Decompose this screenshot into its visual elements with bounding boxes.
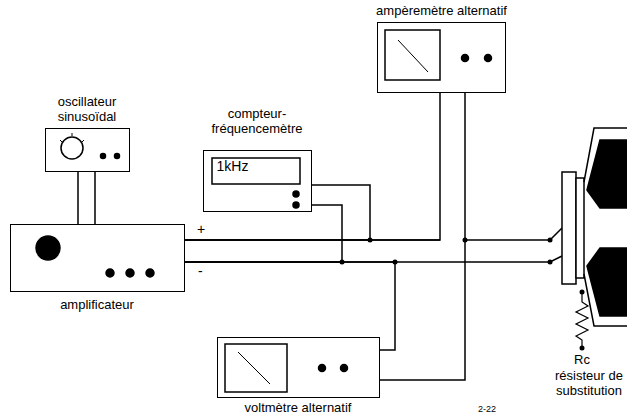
knob-ticks [60,133,84,142]
resistor-symbol [576,290,588,351]
display [212,158,300,184]
meter-window [385,30,440,80]
junction-dots [340,238,553,265]
knob [36,236,60,260]
knob [61,137,83,159]
amplifier-box: amplificateur [10,224,185,292]
instrument-label: compteur-fréquencemètre [198,106,317,136]
instrument-label: amplificateur [10,297,185,312]
wire [78,172,95,224]
display-reading: 1kHz [213,159,299,174]
meter-box: voltmètre alternatif [217,337,380,398]
polarity-sign: + [197,222,205,237]
wire [185,228,562,262]
loudspeaker [562,128,627,326]
meter-window [225,344,287,392]
polarity-sign: - [198,264,203,279]
instrument-label: ampèremètre alternatif [357,3,527,18]
instrument-label: voltmètre alternatif [207,400,390,415]
component-reference: Rc [574,352,590,367]
instrument-label: oscillateur sinusoïdal [41,94,134,124]
counter-box: compteur-fréquencemètre1kHz [203,150,312,212]
wire [185,240,465,380]
wire [185,93,465,240]
meter-box: ampèremètre alternatif [377,22,506,93]
wire [185,185,370,262]
component-label: résisteur de substitution [552,368,626,398]
oscillator-box: oscillateur sinusoïdal [45,128,130,172]
figure-number: 2-22 [478,402,496,417]
